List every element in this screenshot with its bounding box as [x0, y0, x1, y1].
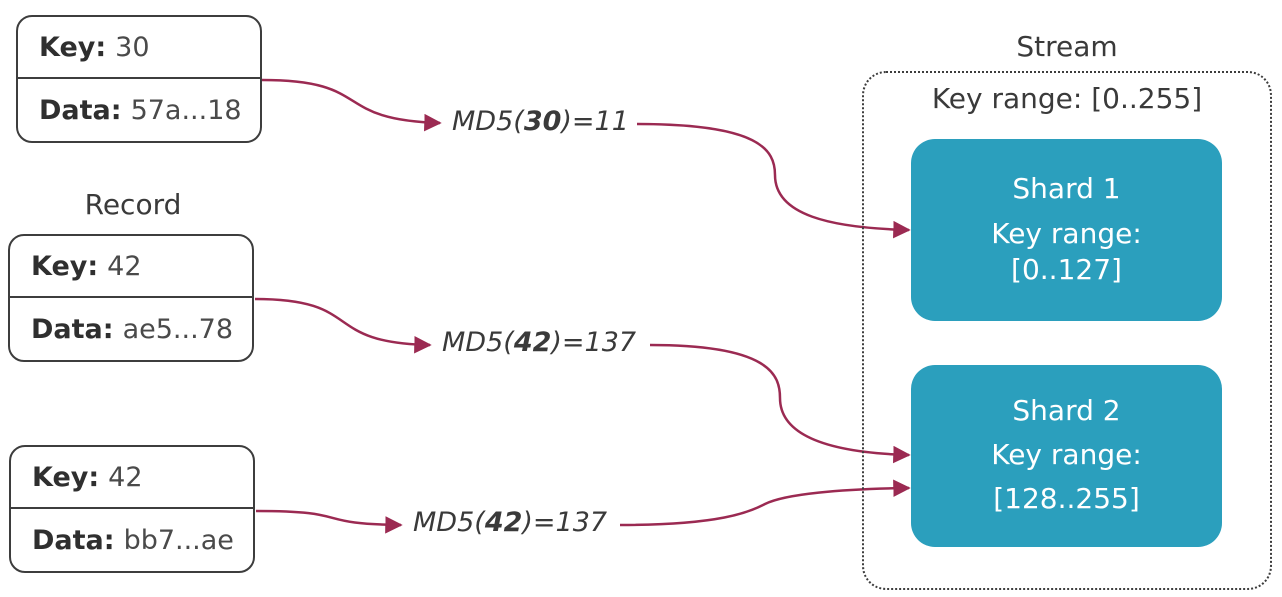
key-value: 42 — [107, 250, 142, 282]
record-key-row: Key: 30 — [18, 17, 260, 79]
key-value: 30 — [115, 31, 150, 63]
record-key-row: Key: 42 — [10, 236, 252, 298]
data-label: Data: — [32, 524, 115, 556]
shard-key-range-label: Key range: — [991, 217, 1142, 250]
arrow-record2-to-hash2 — [254, 297, 432, 354]
key-label: Key: — [39, 31, 107, 63]
hash-result: )=137 — [522, 507, 608, 538]
data-value: bb7...ae — [123, 524, 234, 556]
shard-1: Shard 1 Key range: [0..127] — [911, 139, 1222, 321]
record-box-2: Key: 42 Data: ae5...78 — [8, 234, 254, 362]
hash-fn-open: MD5( — [442, 327, 514, 358]
stream-container — [862, 71, 1272, 590]
shard-key-range-value: [128..255] — [993, 482, 1140, 515]
data-value: 57a...18 — [130, 94, 242, 126]
hash-label-3: MD5(42)=137 — [413, 507, 607, 538]
shard-key-range-value: [0..127] — [1011, 253, 1122, 286]
record-key-row: Key: 42 — [11, 447, 253, 509]
key-value: 42 — [108, 461, 143, 493]
arrow-hash3-to-shard2 — [619, 479, 911, 527]
key-label: Key: — [31, 250, 99, 282]
stream-title: Stream — [1016, 30, 1118, 63]
data-value: ae5...78 — [122, 313, 234, 345]
hash-arg: 42 — [513, 327, 552, 358]
record-box-1: Key: 30 Data: 57a...18 — [16, 15, 262, 143]
hash-fn-open: MD5( — [413, 507, 485, 538]
arrow-record3-to-hash3 — [255, 509, 403, 534]
stream-key-range: Key range: [0..255] — [931, 82, 1203, 115]
arrow-hash2-to-shard2 — [649, 343, 911, 464]
data-label: Data: — [31, 313, 114, 345]
data-label: Data: — [39, 94, 122, 126]
hash-label-2: MD5(42)=137 — [442, 327, 636, 358]
arrow-record1-to-hash1 — [261, 78, 442, 132]
hash-label-1: MD5(30)=11 — [452, 106, 629, 137]
hash-result: )=11 — [561, 106, 629, 137]
shard-name: Shard 1 — [1012, 172, 1121, 205]
hash-arg: 30 — [523, 106, 562, 137]
record-caption: Record — [84, 188, 182, 221]
shard-name: Shard 2 — [1012, 394, 1121, 427]
record-data-row: Data: bb7...ae — [11, 509, 253, 571]
hash-result: )=137 — [551, 327, 637, 358]
hash-fn-open: MD5( — [452, 106, 524, 137]
shard-key-range-label: Key range: — [991, 438, 1142, 471]
record-data-row: Data: ae5...78 — [10, 298, 252, 360]
arrow-hash1-to-shard1 — [636, 122, 911, 239]
key-label: Key: — [32, 461, 100, 493]
record-data-row: Data: 57a...18 — [18, 79, 260, 141]
shard-2: Shard 2 Key range: [128..255] — [911, 365, 1222, 547]
record-box-3: Key: 42 Data: bb7...ae — [9, 445, 255, 573]
hash-arg: 42 — [484, 507, 523, 538]
